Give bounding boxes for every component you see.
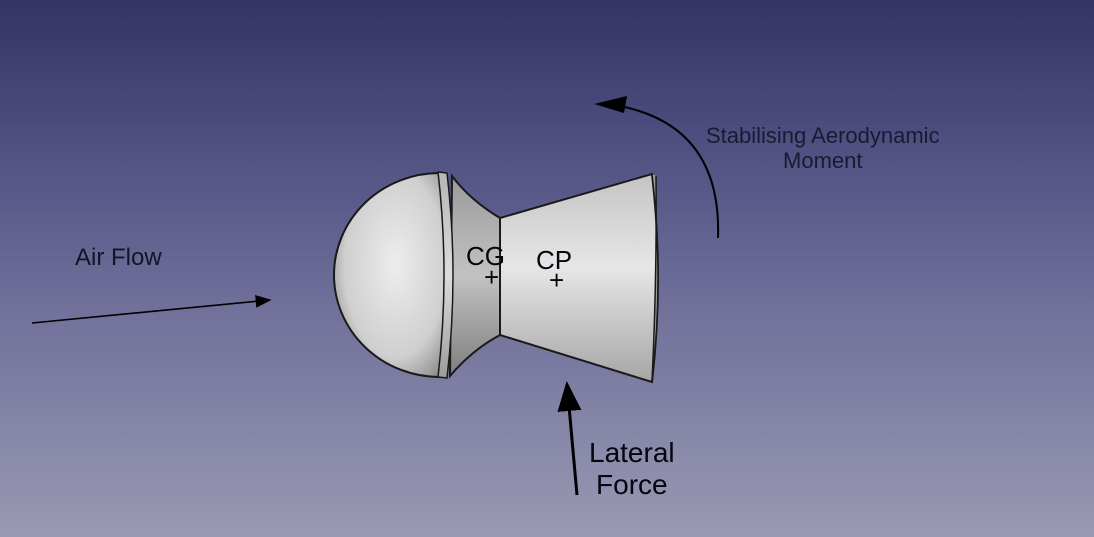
capsule-sphere	[333, 171, 447, 379]
lateral-force-arrow	[557, 381, 582, 496]
air-flow-arrow	[31, 295, 272, 324]
cp-label: CP	[536, 245, 573, 275]
moment-arrow-curve	[607, 103, 720, 239]
cp-marker: +	[549, 265, 565, 295]
moment-label-line2: Moment	[783, 148, 863, 174]
lateral-label-line1: Lateral	[589, 437, 675, 468]
cg-marker: +	[484, 262, 500, 292]
capsule-cone	[499, 172, 659, 384]
air-flow-label: Air Flow	[75, 244, 162, 271]
moment-label-line1: Stabilising Aerodynamic	[706, 123, 940, 148]
capsule-cone-rim	[651, 173, 659, 383]
lateral-force-label: Lateral Force	[589, 437, 675, 501]
capsule-neck	[448, 173, 501, 379]
cg-label: CG	[466, 241, 505, 271]
capsule-band	[437, 171, 454, 379]
moment-arrow-head	[594, 96, 627, 113]
lateral-label-line2: Force	[596, 469, 668, 501]
stabilising-moment-label: Stabilising Aerodynamic Moment	[706, 123, 940, 174]
